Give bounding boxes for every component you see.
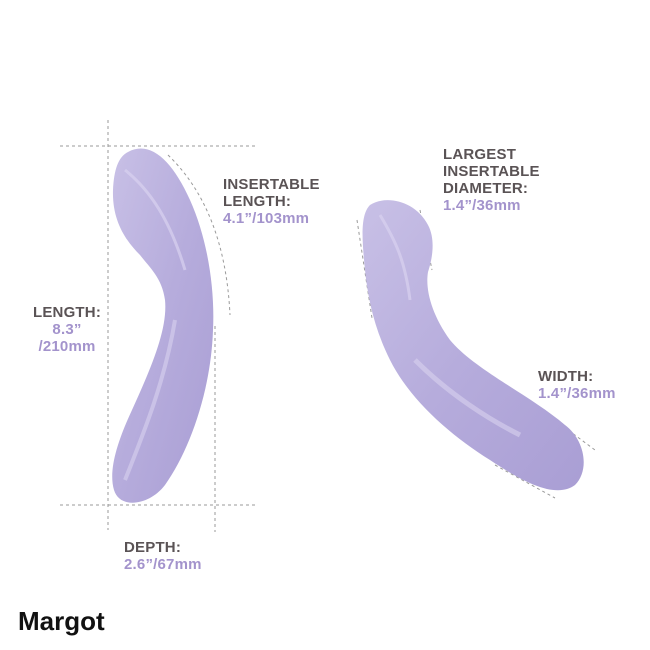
width-label: WIDTH: 1.4”/36mm [538,368,616,402]
product-angled-view [362,200,584,491]
largest-diameter-label: LARGEST INSERTABLE DIAMETER: 1.4”/36mm [443,146,540,214]
length-label: LENGTH: 8.3” /210mm [32,304,102,355]
product-name: Margot [18,606,105,636]
length-guides [60,120,258,532]
depth-label: DEPTH: 2.6”/67mm [124,539,202,573]
product-side-view [112,148,214,503]
insertable-length-label: INSERTABLE LENGTH: 4.1”/103mm [223,176,320,227]
